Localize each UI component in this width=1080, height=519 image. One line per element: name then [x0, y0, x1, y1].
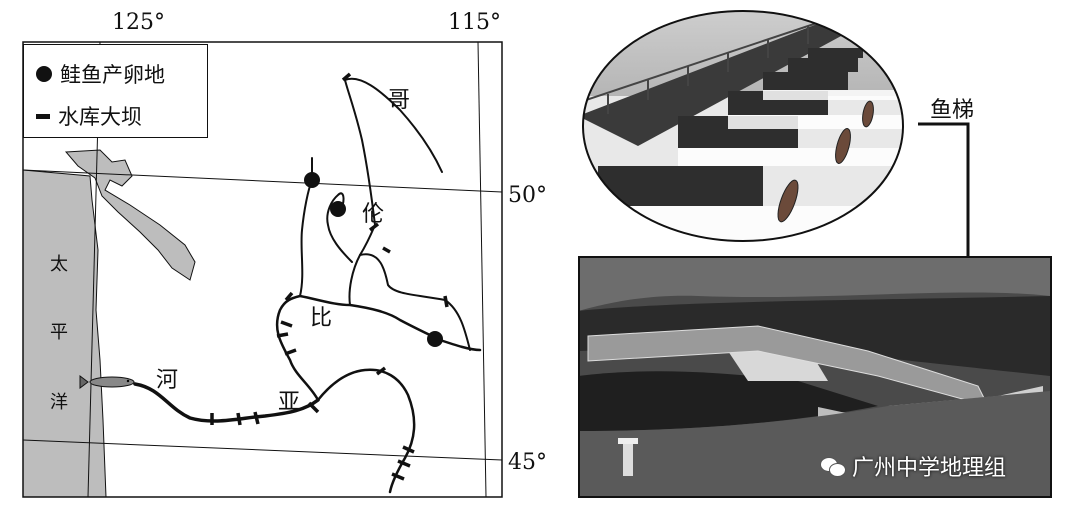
- fish-ladder-label: 鱼梯: [930, 98, 975, 123]
- watermark-text: 广州中学地理组: [852, 456, 1007, 481]
- map-svg: [22, 41, 503, 498]
- salmon-icon: [79, 375, 135, 389]
- wechat-icon: [820, 455, 846, 477]
- lat-label-50: 50°: [508, 183, 547, 208]
- lon-label-115: 115°: [448, 10, 501, 35]
- river-char-he: 河: [156, 368, 179, 393]
- dot-icon: [36, 66, 52, 82]
- fish-ladder-photo: [582, 10, 904, 242]
- legend-item-dam: 水库大坝: [36, 101, 142, 131]
- map-panel: 125° 115° 50° 45° 鲑鱼产卵地 水库大坝 太 平 洋 哥 伦 比…: [22, 10, 547, 498]
- watermark: 广州中学地理组: [820, 450, 1006, 482]
- lat-label-45: 45°: [508, 450, 547, 475]
- inlet: [64, 149, 196, 281]
- jumping-salmon-icons: [777, 100, 874, 223]
- ocean-char-2: 平: [50, 322, 68, 343]
- river-char-ya: 亚: [278, 390, 301, 415]
- map-legend: 鲑鱼产卵地 水库大坝: [23, 44, 208, 138]
- dam-tick-icon: [36, 113, 50, 119]
- legend-label-spawning: 鲑鱼产卵地: [60, 63, 165, 87]
- river-char-ge: 哥: [388, 88, 411, 113]
- columbia-river: [133, 77, 482, 494]
- ocean-char-1: 太: [50, 254, 68, 275]
- legend-item-spawning: 鲑鱼产卵地: [36, 59, 165, 89]
- ocean-char-3: 洋: [50, 392, 68, 413]
- legend-label-dam: 水库大坝: [58, 105, 142, 129]
- river-char-bi: 比: [310, 306, 333, 331]
- map-frame: [22, 41, 503, 498]
- dam-markers: [210, 72, 449, 481]
- spawning-sites: [304, 172, 443, 347]
- dam-photo: [578, 256, 1050, 496]
- lon-label-125: 125°: [112, 10, 165, 35]
- river-char-lun: 伦: [362, 202, 385, 227]
